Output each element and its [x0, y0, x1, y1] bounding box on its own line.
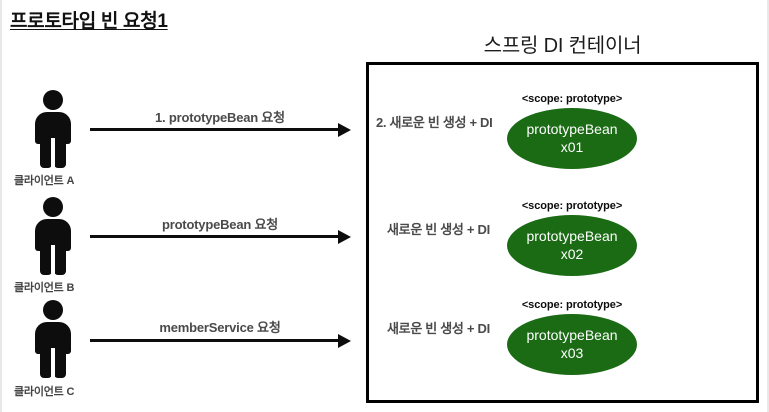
- person-icon: [30, 90, 76, 168]
- bean-name: prototypeBean: [526, 327, 618, 344]
- scope-label: <scope: prototype>: [521, 93, 623, 105]
- create-bean-label: 새로운 빈 생성 + DI: [387, 321, 490, 336]
- request-arrow-line: [90, 128, 338, 131]
- request-arrow-head-icon: [338, 229, 351, 244]
- person-leg-gap-icon: [51, 245, 55, 275]
- bean-id: x02: [560, 245, 584, 262]
- request-arrow-line: [90, 235, 338, 238]
- prototype-bean-node: prototypeBean x03: [507, 314, 637, 375]
- person-right-leg-icon: [54, 241, 66, 275]
- person-left-leg-icon: [40, 241, 52, 275]
- page-title: 프로토타입 빈 요청1: [10, 11, 168, 32]
- scope-label: <scope: prototype>: [521, 200, 623, 212]
- bean-name: prototypeBean: [526, 228, 618, 245]
- request-arrow-label: prototypeBean 요청: [161, 217, 279, 232]
- person-right-leg-icon: [54, 344, 66, 378]
- prototype-bean-node: prototypeBean x02: [507, 215, 637, 276]
- request-arrow-label: 1. prototypeBean 요청: [155, 110, 285, 125]
- person-left-leg-icon: [40, 134, 52, 168]
- person-head-icon: [43, 90, 63, 110]
- client-label: 클라이언트 C: [14, 386, 75, 398]
- request-arrow-head-icon: [338, 333, 351, 348]
- bean-id: x03: [560, 344, 584, 361]
- person-icon: [30, 300, 76, 378]
- request-arrow-label: memberService 요청: [159, 320, 281, 335]
- person-right-leg-icon: [54, 134, 66, 168]
- person-head-icon: [43, 197, 63, 217]
- client-label: 클라이언트 B: [14, 282, 75, 294]
- request-arrow-line: [90, 339, 338, 342]
- person-leg-gap-icon: [51, 138, 55, 168]
- person-left-leg-icon: [40, 344, 52, 378]
- person-leg-gap-icon: [51, 348, 55, 378]
- request-arrow-head-icon: [338, 122, 351, 137]
- bean-name: prototypeBean: [526, 121, 618, 138]
- scope-label: <scope: prototype>: [521, 299, 623, 311]
- create-bean-label: 2. 새로운 빈 생성 + DI: [376, 115, 493, 130]
- create-bean-label: 새로운 빈 생성 + DI: [387, 222, 490, 237]
- prototype-bean-node: prototypeBean x01: [507, 108, 637, 169]
- di-container-title: 스프링 DI 컨테이너: [483, 35, 642, 57]
- person-icon: [30, 197, 76, 275]
- client-label: 클라이언트 A: [14, 175, 75, 187]
- bean-id: x01: [560, 138, 584, 155]
- person-head-icon: [43, 300, 63, 320]
